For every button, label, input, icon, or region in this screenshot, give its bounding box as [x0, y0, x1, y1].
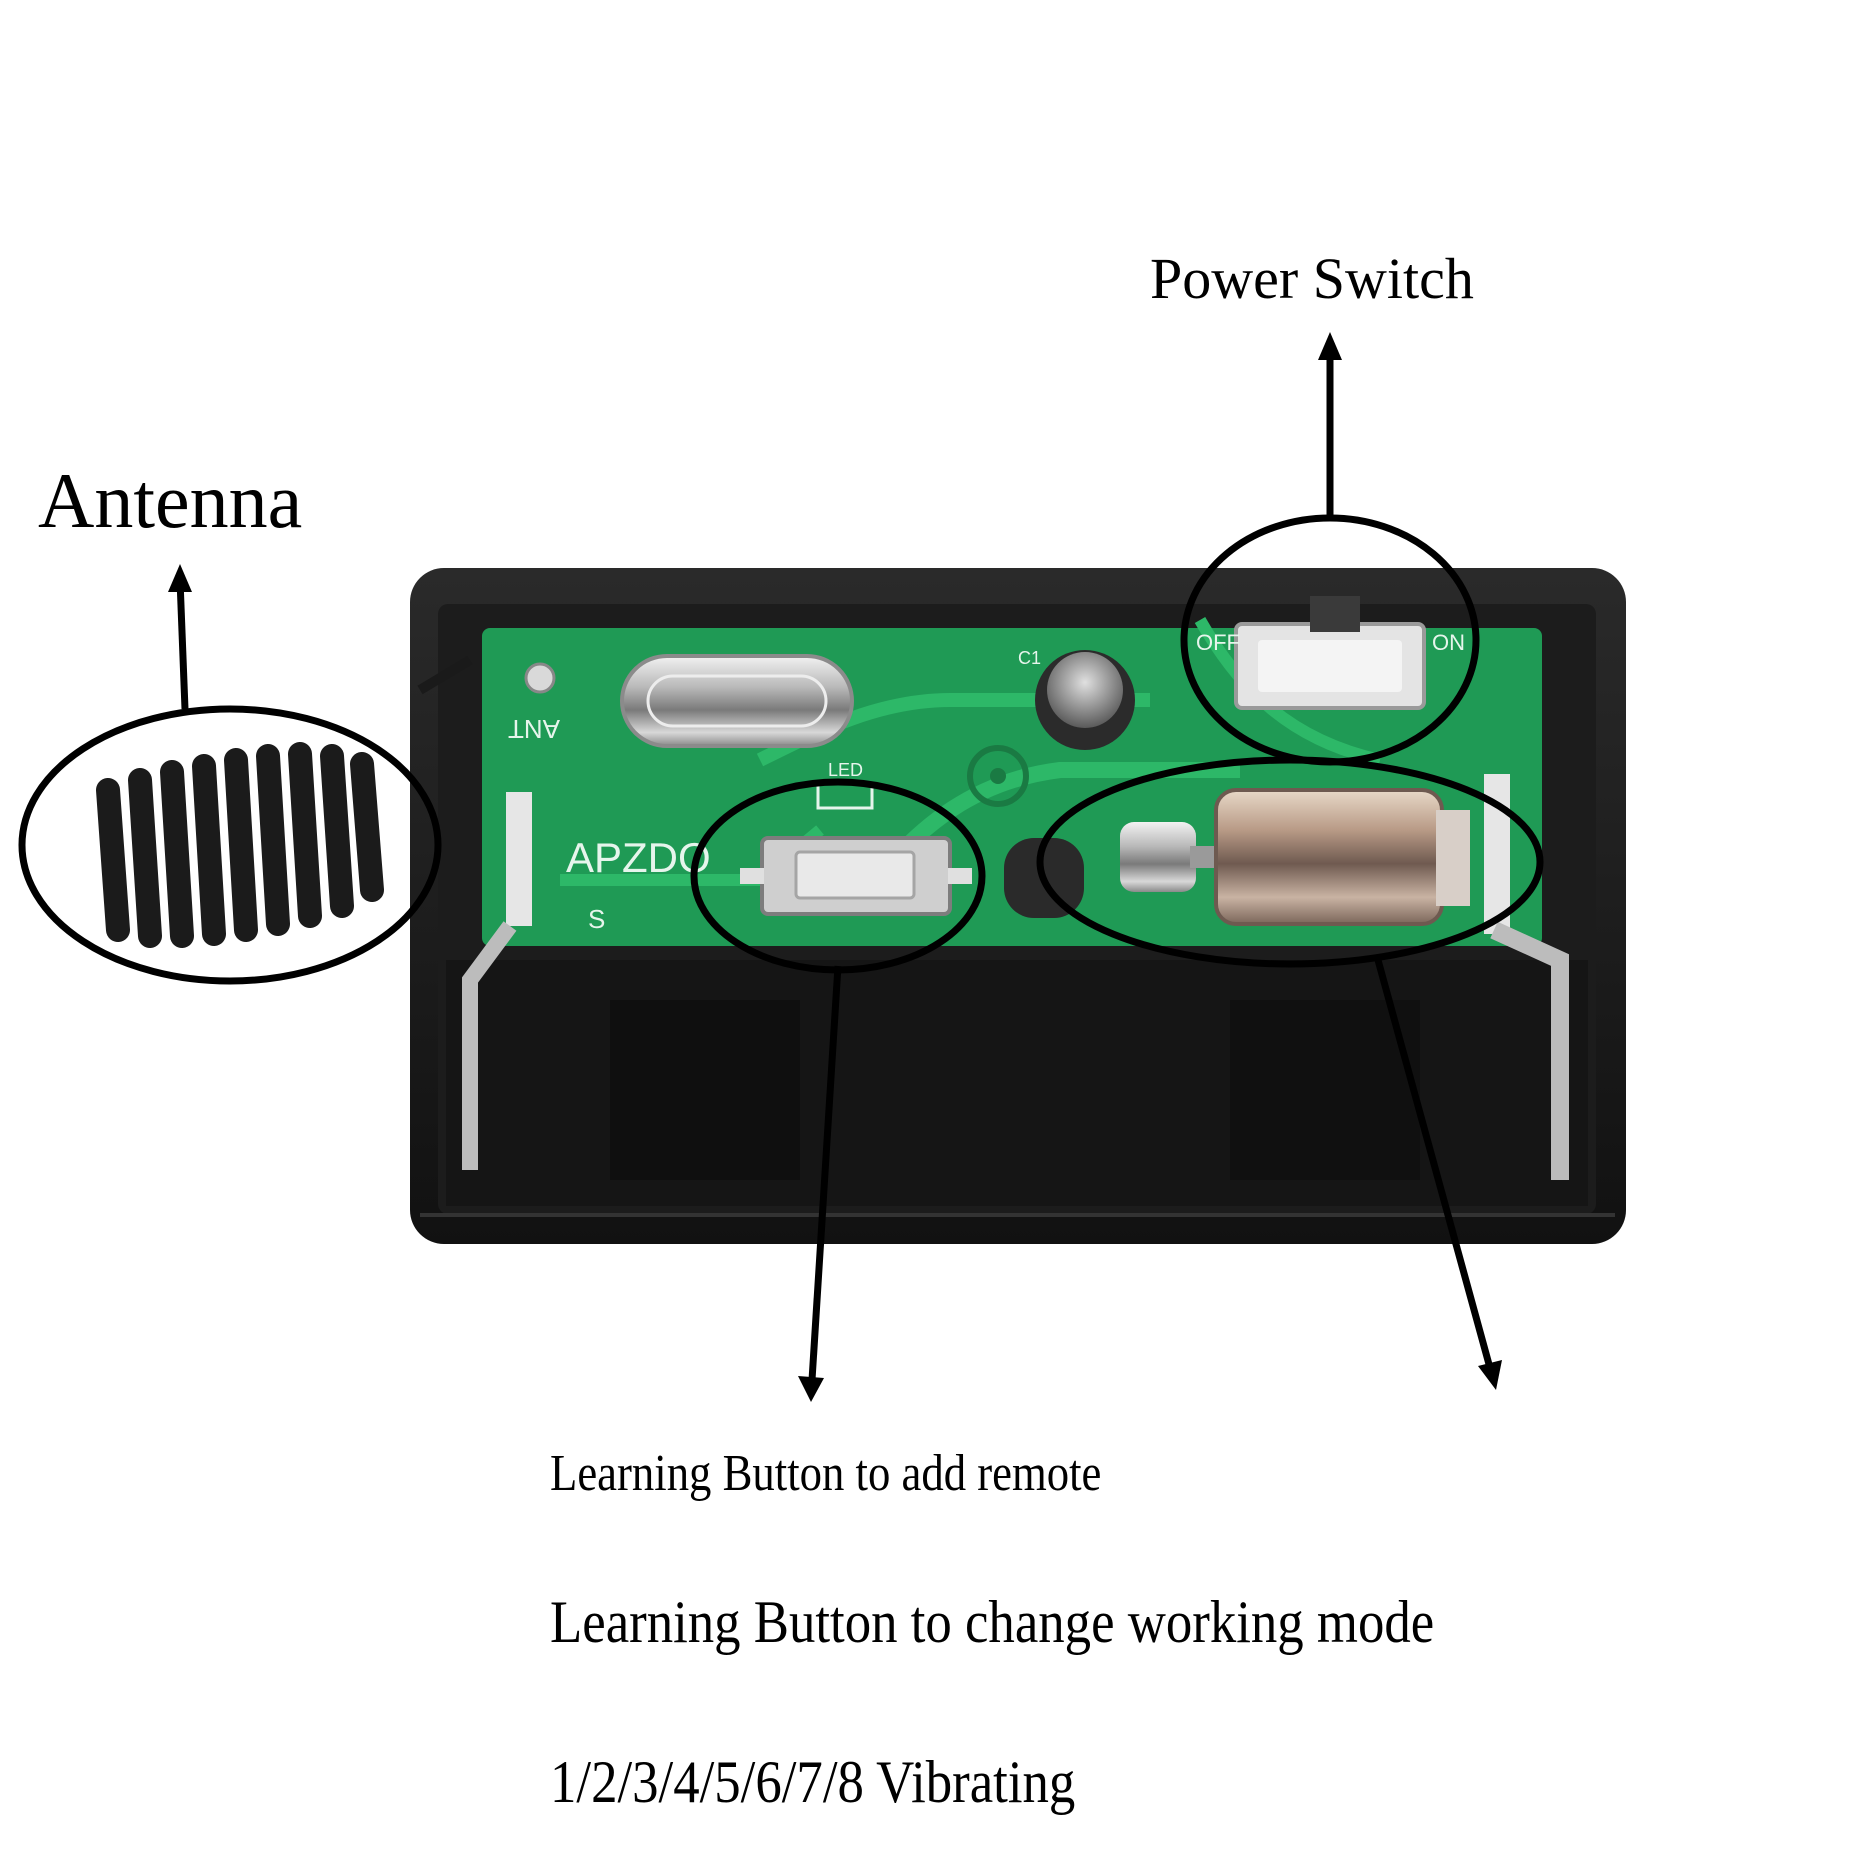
board-s-label: S [588, 904, 605, 934]
antenna-callout-ring [18, 705, 442, 985]
board-off-label: OFF [1196, 630, 1240, 655]
antenna-arrowhead [168, 564, 192, 592]
capacitor-top [1047, 652, 1123, 728]
antenna-arrow-shaft [176, 579, 189, 710]
board-on-label: ON [1432, 630, 1465, 655]
learning-button-cap [794, 850, 916, 900]
slide-switch-face [1258, 640, 1402, 692]
contact-strip-left [462, 921, 517, 1170]
motor-arrow-shaft [1374, 959, 1494, 1369]
motor-arrowhead [1478, 1360, 1502, 1390]
learning-button-add-remote-label: Learning Button to add remote [550, 1445, 1102, 1502]
pcb-trace-2 [756, 693, 1150, 767]
button-pin-right [948, 868, 972, 884]
motor-weight [1120, 822, 1196, 892]
compartment-rib-right [1230, 1000, 1420, 1180]
learning-arrow-shaft [808, 965, 842, 1381]
crystal-highlight [646, 674, 828, 728]
board-ant-label: ANT [508, 714, 560, 744]
power-arrowhead [1318, 332, 1342, 360]
power-switch-label: Power Switch [1150, 246, 1474, 311]
vibrating-modes-label: 1/2/3/4/5/6/7/8 Vibrating [550, 1749, 1076, 1815]
crystal-oscillator [620, 654, 854, 748]
compartment-rib [610, 1000, 800, 1180]
motor-shaft [1190, 846, 1220, 868]
antenna-label: Antenna [38, 457, 303, 544]
antenna-solder-pad [524, 662, 556, 694]
antenna-coil [96, 655, 473, 948]
board-led-label: LED [828, 760, 863, 780]
contact-strip-right [1490, 921, 1569, 1180]
pcb-test-point-center [990, 768, 1006, 784]
motor-callout-ring [1036, 756, 1544, 968]
antenna-lead [417, 655, 473, 695]
motor-endcap [1436, 810, 1470, 906]
learning-button-change-mode-label: Learning Button to change working mode [550, 1589, 1435, 1655]
slide-switch-knob [1310, 596, 1360, 632]
board-c1-label: C1 [1018, 648, 1041, 668]
antenna-windings [96, 742, 384, 948]
battery-contact-left [506, 792, 532, 926]
pcb-test-point [967, 745, 1029, 807]
vibration-motor [1214, 788, 1444, 926]
callouts [18, 350, 1544, 1381]
button-pin-left [740, 868, 764, 884]
board-brand: APZDO [566, 834, 711, 881]
circuit-board: APZDO ANT LED C1 ON OFF S [462, 596, 1569, 1180]
learning-arrowhead [798, 1376, 824, 1402]
arrowheads [168, 332, 1502, 1402]
